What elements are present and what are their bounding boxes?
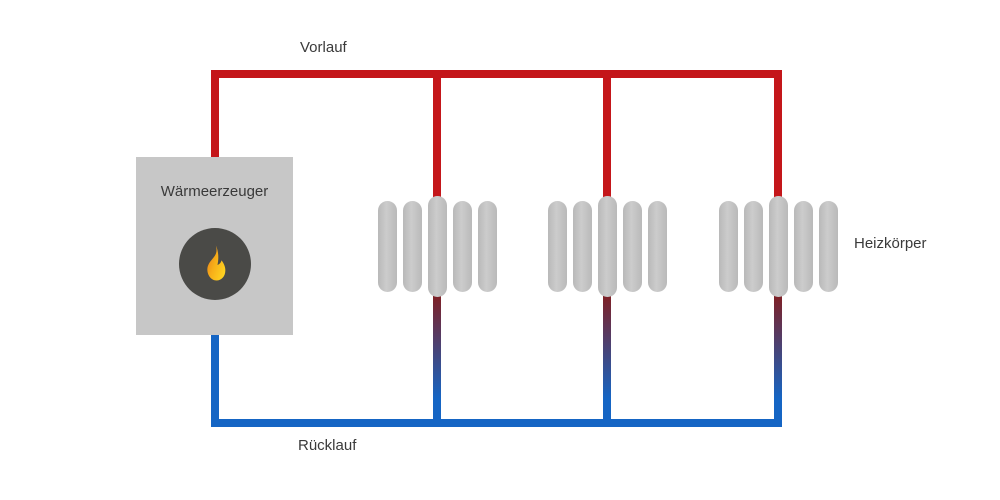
- radiator-bar: [377, 201, 397, 292]
- radiator-bar: [622, 201, 642, 292]
- return-pipe-horizontal: [211, 419, 782, 427]
- supply-pipe-horizontal: [211, 70, 782, 78]
- radiator: [547, 196, 667, 297]
- radiator-bar: [743, 201, 763, 292]
- radiator-bar: [572, 201, 592, 292]
- radiator-bar: [718, 201, 738, 292]
- radiator-label: Heizkörper: [854, 235, 927, 252]
- return-pipe-boiler-vertical: [211, 328, 219, 427]
- radiator-bar: [793, 201, 813, 292]
- supply-line-label: Vorlauf: [300, 39, 347, 56]
- supply-pipe-boiler-vertical: [211, 70, 219, 165]
- radiator: [718, 196, 838, 297]
- radiator: [377, 196, 497, 297]
- heat-generator-label: Wärmeerzeuger: [160, 183, 269, 200]
- radiator-bar: [818, 201, 838, 292]
- return-line-label: Rücklauf: [298, 437, 357, 454]
- radiator-bar: [547, 201, 567, 292]
- radiator-bar: [597, 196, 617, 297]
- radiator-bar: [477, 201, 497, 292]
- radiator-bar: [768, 196, 788, 297]
- radiator-bar: [402, 201, 422, 292]
- radiator-bar: [427, 196, 447, 297]
- radiator-bar: [647, 201, 667, 292]
- heat-generator-box: Wärmeerzeuger: [136, 157, 293, 335]
- radiator-bar: [452, 201, 472, 292]
- flame-icon: [206, 245, 225, 281]
- flame-badge: [178, 228, 251, 300]
